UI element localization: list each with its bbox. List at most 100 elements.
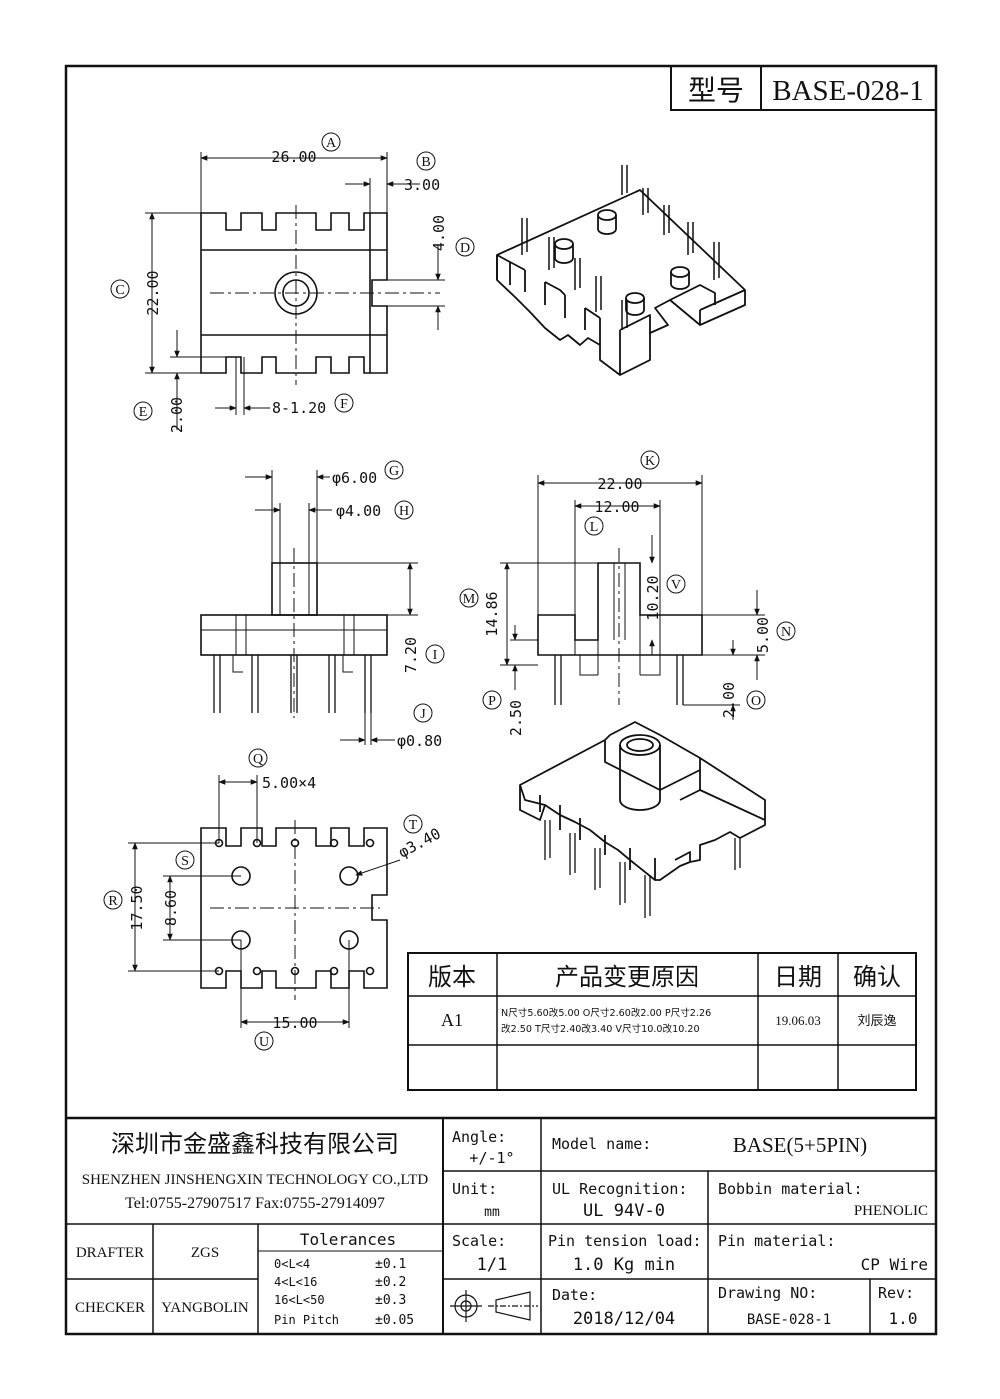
projection-symbol bbox=[450, 1290, 538, 1322]
rev-label: Rev: bbox=[878, 1284, 914, 1302]
tolerance-value-1: ±0.1 bbox=[375, 1257, 406, 1272]
dim-s: 8.60 bbox=[162, 890, 180, 926]
dim-o: 2.00 bbox=[720, 682, 738, 718]
checker-label: CHECKER bbox=[75, 1300, 145, 1316]
isometric-view-top bbox=[496, 165, 746, 376]
bubble-n: N bbox=[776, 621, 796, 641]
rev-row-version: A1 bbox=[441, 1010, 463, 1030]
dim-u: 15.00 bbox=[272, 1014, 317, 1032]
svg-text:J: J bbox=[420, 707, 426, 722]
bubble-o: O bbox=[746, 690, 766, 710]
bubble-v: V bbox=[666, 574, 686, 594]
pin-tension-label: Pin tension load: bbox=[548, 1232, 702, 1250]
isometric-view-bottom bbox=[519, 721, 766, 918]
sheet-border bbox=[64, 64, 938, 1336]
scale-value: 1/1 bbox=[477, 1255, 508, 1275]
bubble-q: Q bbox=[248, 748, 268, 768]
scale-label: Scale: bbox=[452, 1232, 506, 1250]
rev-header-confirm: 确认 bbox=[853, 963, 901, 991]
bubble-k: K bbox=[640, 450, 660, 470]
bobbin-value: PHENOLIC bbox=[854, 1203, 928, 1219]
date-label: Date: bbox=[552, 1286, 597, 1304]
rev-header-reason: 产品变更原因 bbox=[555, 963, 699, 991]
svg-text:N: N bbox=[781, 625, 791, 640]
bubble-a: A bbox=[321, 132, 341, 152]
company-contact: Tel:0755-27907517 Fax:0755-27914097 bbox=[125, 1195, 385, 1212]
bubble-t: T bbox=[403, 814, 423, 834]
dim-n: 5.00 bbox=[754, 617, 772, 653]
dim-v: 10.20 bbox=[644, 575, 662, 620]
drafter-value: ZGS bbox=[191, 1245, 219, 1261]
ul-value: UL 94V-0 bbox=[583, 1201, 665, 1221]
svg-text:G: G bbox=[389, 464, 399, 479]
bobbin-label: Bobbin material: bbox=[718, 1180, 863, 1198]
dim-g: φ6.00 bbox=[332, 469, 377, 487]
bubble-d: D bbox=[455, 237, 475, 257]
bubble-f: F bbox=[334, 393, 354, 413]
svg-text:H: H bbox=[399, 504, 409, 519]
rev-header-version: 版本 bbox=[428, 963, 476, 991]
svg-text:K: K bbox=[645, 454, 655, 469]
rev-row-reason-line1: N尺寸5.60改5.00 O尺寸2.60改2.00 P尺寸2.26 bbox=[501, 1007, 711, 1019]
svg-text:O: O bbox=[751, 694, 761, 709]
top-view bbox=[145, 152, 445, 430]
pin-tension-value: 1.0 Kg min bbox=[573, 1255, 675, 1275]
checker-value: YANGBOLIN bbox=[161, 1300, 249, 1316]
svg-text:E: E bbox=[139, 405, 148, 420]
svg-text:L: L bbox=[590, 520, 599, 535]
dim-k: 22.00 bbox=[597, 475, 642, 493]
tolerance-range-4: Pin Pitch bbox=[274, 1313, 339, 1327]
tolerance-value-4: ±0.05 bbox=[375, 1313, 414, 1328]
drawing-no-label: Drawing NO: bbox=[718, 1284, 817, 1302]
dim-f: 8-1.20 bbox=[272, 399, 326, 417]
svg-text:C: C bbox=[115, 283, 124, 298]
tolerance-range-1: 0<L<4 bbox=[274, 1257, 310, 1271]
bubble-m: M bbox=[459, 588, 479, 608]
bubble-g: G bbox=[384, 460, 404, 480]
dim-h: φ4.00 bbox=[336, 502, 381, 520]
svg-text:T: T bbox=[409, 818, 418, 833]
svg-text:V: V bbox=[671, 578, 681, 593]
tolerance-value-2: ±0.2 bbox=[375, 1275, 406, 1290]
dim-q: 5.00×4 bbox=[262, 774, 316, 792]
company-name-en: SHENZHEN JINSHENGXIN TECHNOLOGY CO.,LTD bbox=[82, 1172, 429, 1188]
model-code-box: 型号 BASE-028-1 bbox=[670, 65, 937, 111]
front-view bbox=[200, 470, 418, 745]
dim-c: 22.00 bbox=[144, 270, 162, 315]
unit-label: Unit: bbox=[452, 1180, 497, 1198]
svg-text:I: I bbox=[433, 648, 438, 663]
bubble-p: P bbox=[482, 690, 502, 710]
model-code-value: BASE-028-1 bbox=[772, 75, 923, 107]
pin-material-value: CP Wire bbox=[861, 1255, 928, 1274]
bubble-j: J bbox=[413, 703, 433, 723]
dim-l: 12.00 bbox=[594, 498, 639, 516]
dim-j: φ0.80 bbox=[397, 732, 442, 750]
title-block bbox=[66, 1116, 936, 1334]
bubble-e: E bbox=[133, 401, 153, 421]
pin-material-label: Pin material: bbox=[718, 1232, 835, 1250]
dim-e: 2.00 bbox=[168, 397, 186, 433]
rev-row-confirm: 刘辰逸 bbox=[857, 1014, 896, 1029]
dim-b: 3.00 bbox=[404, 176, 440, 194]
bottom-view bbox=[128, 775, 401, 1028]
revision-table: 版本 产品变更原因 日期 确认 A1 N尺寸5.60改5.00 O尺寸2.60改… bbox=[407, 952, 917, 1091]
unit-value: mm bbox=[484, 1205, 500, 1220]
bubble-r: R bbox=[103, 890, 123, 910]
top-view-outline bbox=[200, 212, 388, 374]
svg-text:S: S bbox=[181, 854, 189, 869]
bubble-b: B bbox=[416, 151, 436, 171]
svg-text:M: M bbox=[463, 592, 476, 607]
angle-label: Angle: bbox=[452, 1128, 506, 1146]
dim-p: 2.50 bbox=[507, 700, 525, 736]
rev-value: 1.0 bbox=[889, 1309, 918, 1328]
rev-header-date: 日期 bbox=[774, 963, 822, 991]
svg-text:Q: Q bbox=[253, 752, 263, 767]
dim-a: 26.00 bbox=[271, 148, 316, 166]
dim-r: 17.50 bbox=[128, 885, 146, 930]
model-name-value: BASE(5+5PIN) bbox=[733, 1133, 867, 1157]
rev-row-date: 19.06.03 bbox=[775, 1013, 821, 1028]
svg-text:P: P bbox=[488, 694, 496, 709]
bubble-l: L bbox=[584, 516, 604, 536]
svg-text:R: R bbox=[108, 894, 118, 909]
